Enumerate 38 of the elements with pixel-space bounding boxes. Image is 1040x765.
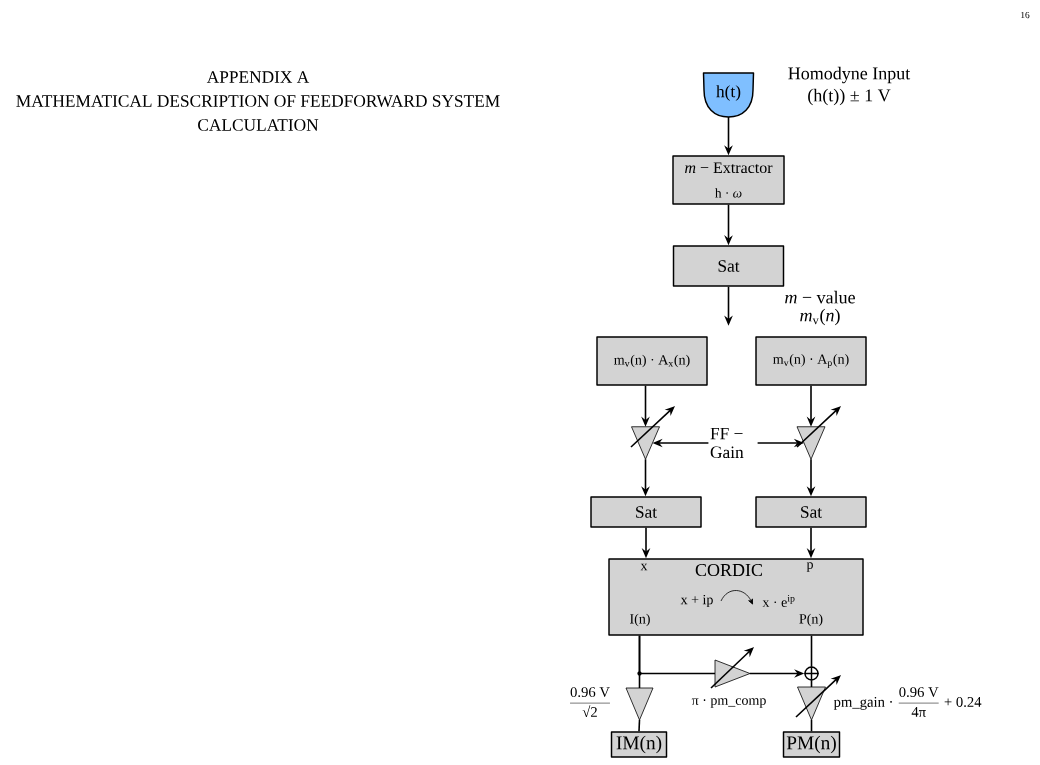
node-label: 0.96 V bbox=[899, 687, 939, 698]
connector-line bbox=[810, 634, 813, 668]
input-connector: h(t) bbox=[702, 72, 755, 118]
process-box: Sat bbox=[590, 496, 702, 528]
connector-line bbox=[638, 634, 716, 675]
process-box: m$_{v}$(n) · A$_{p}$(n) bbox=[755, 336, 867, 386]
amplifier-symbol bbox=[625, 687, 654, 721]
edge-label: m − value m$_{v}$(n) bbox=[772, 289, 868, 327]
gain-label: 0.96 V √2 bbox=[569, 687, 611, 717]
gain-label: pm_gain · 0.96 V 4π + 0.24 bbox=[833, 687, 982, 717]
port-label: I(n) bbox=[630, 613, 650, 627]
node-label: pm_gain · bbox=[833, 697, 892, 710]
variable-amplifier-symbol bbox=[796, 406, 841, 460]
control-label: FF − Gain bbox=[710, 427, 744, 459]
node-label: 4π bbox=[911, 707, 926, 717]
heading: APPENDIX A bbox=[206, 71, 310, 83]
heading: MATHEMATICAL DESCRIPTION OF FEEDFORWARD SYSTEM CALCULATION bbox=[16, 95, 500, 131]
connector-line bbox=[638, 719, 641, 733]
process-box: Sat bbox=[672, 245, 785, 287]
node-label: + 0.24 bbox=[944, 697, 982, 707]
process-box: m − Extractor h · ω bbox=[672, 155, 785, 205]
port-label: P(n) bbox=[799, 613, 823, 627]
summing-junction bbox=[803, 665, 820, 682]
gain-label: π · pm_comp bbox=[691, 698, 766, 708]
process-box: m$_{v}$(n) · A$_{x}$(n) bbox=[596, 336, 708, 386]
formula: x · e$^{ip}$ bbox=[762, 595, 795, 607]
output-box: PM(n) bbox=[782, 731, 841, 758]
variable-amplifier-symbol bbox=[710, 647, 754, 689]
port-label: p bbox=[806, 562, 813, 572]
connector-line bbox=[810, 679, 813, 688]
variable-amplifier-symbol bbox=[630, 406, 675, 460]
port-label: x bbox=[640, 563, 648, 571]
connector-line bbox=[810, 719, 813, 733]
formula: x + ip bbox=[680, 594, 713, 608]
output-box: IM(n) bbox=[610, 731, 668, 758]
process-box: Sat bbox=[755, 496, 867, 528]
annotation: Homodyne Input (h(t)) ± 1 V bbox=[788, 66, 911, 106]
page-number: 16 bbox=[1021, 11, 1030, 19]
